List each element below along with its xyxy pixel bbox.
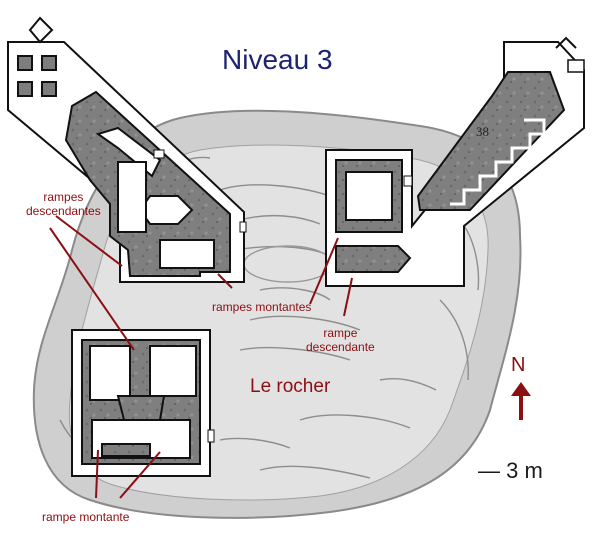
label-line: descendante [306, 340, 375, 354]
room-number: 38 [476, 124, 489, 139]
label-line: rampe [323, 326, 358, 340]
north-arrow [511, 382, 531, 420]
nw-window [153, 149, 165, 159]
map-title: Niveau 3 [222, 44, 333, 75]
ne-window-2 [403, 175, 413, 187]
label-rampe-montante: rampe montante [42, 510, 130, 524]
label-rampes-montantes: rampes montantes [212, 300, 312, 314]
scale-bar: — 3 m [478, 458, 543, 483]
ne-window [567, 59, 585, 73]
label-line: rampes [43, 190, 84, 204]
nw-turret [28, 16, 54, 44]
southwest-bastion [71, 329, 211, 477]
label-rampes-descendantes: rampes descendantes [26, 190, 101, 218]
sw-window [207, 429, 215, 443]
northeast-bastion [325, 41, 585, 287]
label-le-rocher: Le rocher [250, 376, 331, 397]
label-rampe-descendante: rampe descendante [306, 326, 375, 354]
northwest-bastion [7, 41, 245, 283]
ne-turret [555, 36, 577, 49]
annotation-lines [49, 215, 353, 499]
label-line: descendantes [26, 204, 101, 218]
north-letter: N [511, 354, 526, 376]
nw-window-2 [239, 221, 247, 233]
